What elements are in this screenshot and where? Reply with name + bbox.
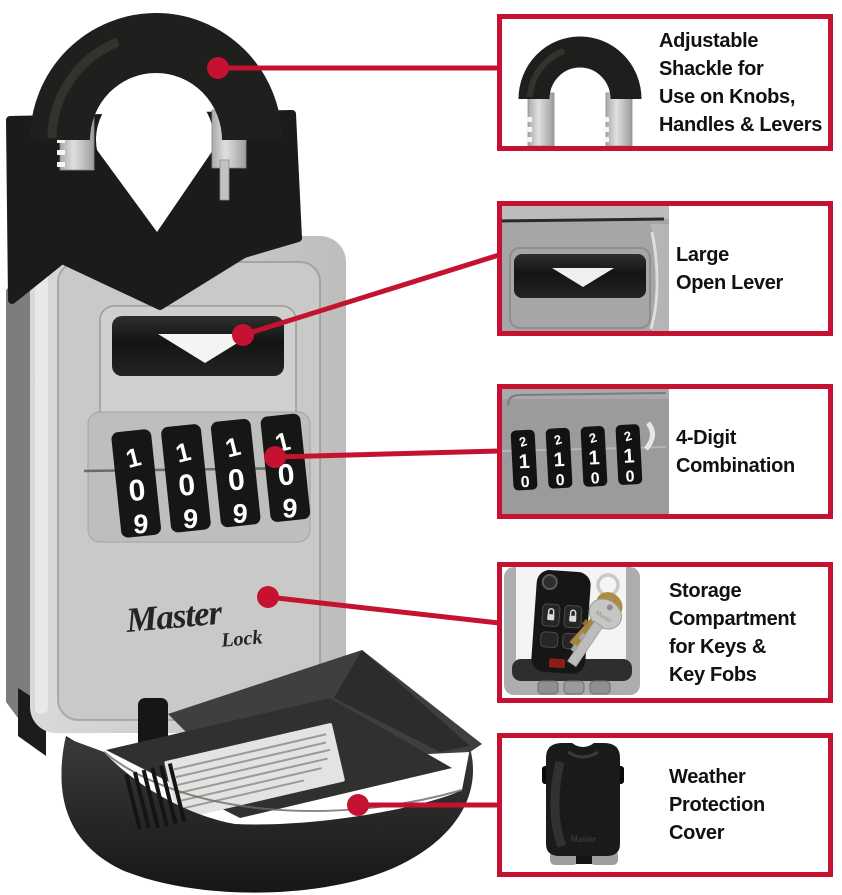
cover-detail-photo: Master [502,738,662,872]
body-edge-highlight [35,246,48,714]
weather-cover-open [61,650,482,893]
dial-digit-bottom: 9 [133,509,149,540]
callout-line: Key Fobs [669,663,757,686]
cover-lip-highlight [103,751,463,812]
dial-digit-middle: 1 [623,445,635,468]
shackle-arch [518,36,642,100]
dial-digit-middle: 1 [553,449,565,472]
hinge-knuckles [537,680,611,695]
lever-recess [509,247,651,329]
dial-digit-middle: 1 [588,447,600,470]
callout-combination: 2 1 0 2 1 0 2 1 0 [497,384,833,519]
callout-line: Handles & Levers [659,113,823,136]
callout-storage: Master Storage Compartment for Keys & Ke… [497,562,833,703]
adjustment-notches [57,138,65,167]
lever-arrow-icon [158,334,252,363]
shackle-highlight [47,37,120,139]
callout-line: Open Lever [676,271,784,294]
combination-dial: 1 0 9 [210,418,261,530]
callout-line: Weather [669,766,746,788]
master-lock-logo: Master Lock [124,593,264,652]
panic-button [548,658,566,669]
dial-digit-bottom: 9 [282,493,298,524]
silver-key: Master [567,598,622,668]
storage-detail-photo: Master [502,567,662,698]
lockbox-product-photo: 1 0 9 1 0 9 1 0 9 1 0 9 [6,13,482,893]
callout-line: Shackle for [659,57,764,80]
cover-logo-text: Master [569,834,597,844]
callout-line: Storage [669,579,742,602]
closed-cover: Master [542,743,624,865]
callout-cover-text: Weather Protection Cover [662,738,765,872]
dial-digit-top: 1 [123,441,144,474]
callout-lever-text: Large Open Lever [669,206,783,331]
dial-digit-top: 2 [552,432,563,448]
cover-body [546,743,620,856]
combination-dial: 2 1 0 [615,424,643,486]
shackle-detail-photo [502,19,652,146]
callout-line: Compartment [669,607,796,630]
callout-line: Use on Knobs, [659,85,796,108]
key-fob [531,570,591,674]
reflection-swoosh [644,421,655,451]
callout-line: Combination [676,454,795,477]
dial-digit-middle: 0 [177,468,197,503]
callout-line: Cover [669,822,725,844]
logo-lock-text: Lock [219,626,263,652]
unlock-icon [569,615,577,622]
detail-dials: 2 1 0 2 1 0 2 1 0 [510,424,643,491]
callout-cover: Master Weather Protection Cover [497,733,833,877]
dial-digit-top: 2 [587,430,598,446]
combination-dial: 2 1 0 [580,426,608,488]
callout-line: for Keys & [669,635,767,658]
combination-dial: 1 0 9 [111,429,161,540]
shackle-arch [30,13,282,141]
dial-digit-middle: 0 [127,474,147,509]
combination-dial: 2 1 0 [545,427,573,489]
lockbox-side-edge [6,258,36,742]
instruction-label [164,723,345,820]
dial-digit-bottom: 0 [555,472,565,489]
dial-digit-bottom: 9 [182,504,198,535]
cover-sheen [550,760,567,848]
cover-wall-shade [334,650,470,752]
adjustment-notches [526,117,609,142]
dial-digit-top: 2 [622,428,633,444]
cover-grip-ribs [124,762,187,830]
dial-digit-middle: 0 [226,463,246,498]
cover-front-wall [61,738,474,893]
dial-digit-top: 2 [517,433,528,449]
dial-digit-top: 1 [222,431,243,464]
lock-icon [547,614,555,621]
callout-shackle-text: Adjustable Shackle for Use on Knobs, Han… [652,19,822,146]
callout-combination-text: 4-Digit Combination [669,389,795,514]
callout-line: Large [676,243,729,266]
callout-lever: Large Open Lever [497,201,833,336]
dial-digit-bottom: 9 [232,499,248,530]
latch-pin [219,159,230,201]
callout-line: 4-Digit [676,426,737,449]
lever-detail-photo [502,206,669,331]
keys: Master [567,573,623,668]
dial-digit-middle: 1 [518,451,530,474]
dial-digit-top: 1 [172,436,193,469]
combination-detail-photo: 2 1 0 2 1 0 2 1 0 [502,389,669,514]
logo-master-text: Master [124,593,225,640]
callout-shackle: Adjustable Shackle for Use on Knobs, Han… [497,14,833,151]
dial-digit-bottom: 0 [590,470,600,487]
lever-arrow-icon [552,268,614,287]
dial-digit-bottom: 0 [520,474,530,491]
dial-digit-middle: 0 [276,458,296,493]
combination-dial: 1 0 9 [161,424,211,535]
combination-dial: 2 1 0 [510,429,538,491]
shackle-opening [96,82,214,232]
callout-line: Protection [669,794,765,816]
dial-digit-bottom: 0 [625,468,635,485]
callout-storage-text: Storage Compartment for Keys & Key Fobs [662,567,796,698]
callout-line: Adjustable [659,29,759,52]
